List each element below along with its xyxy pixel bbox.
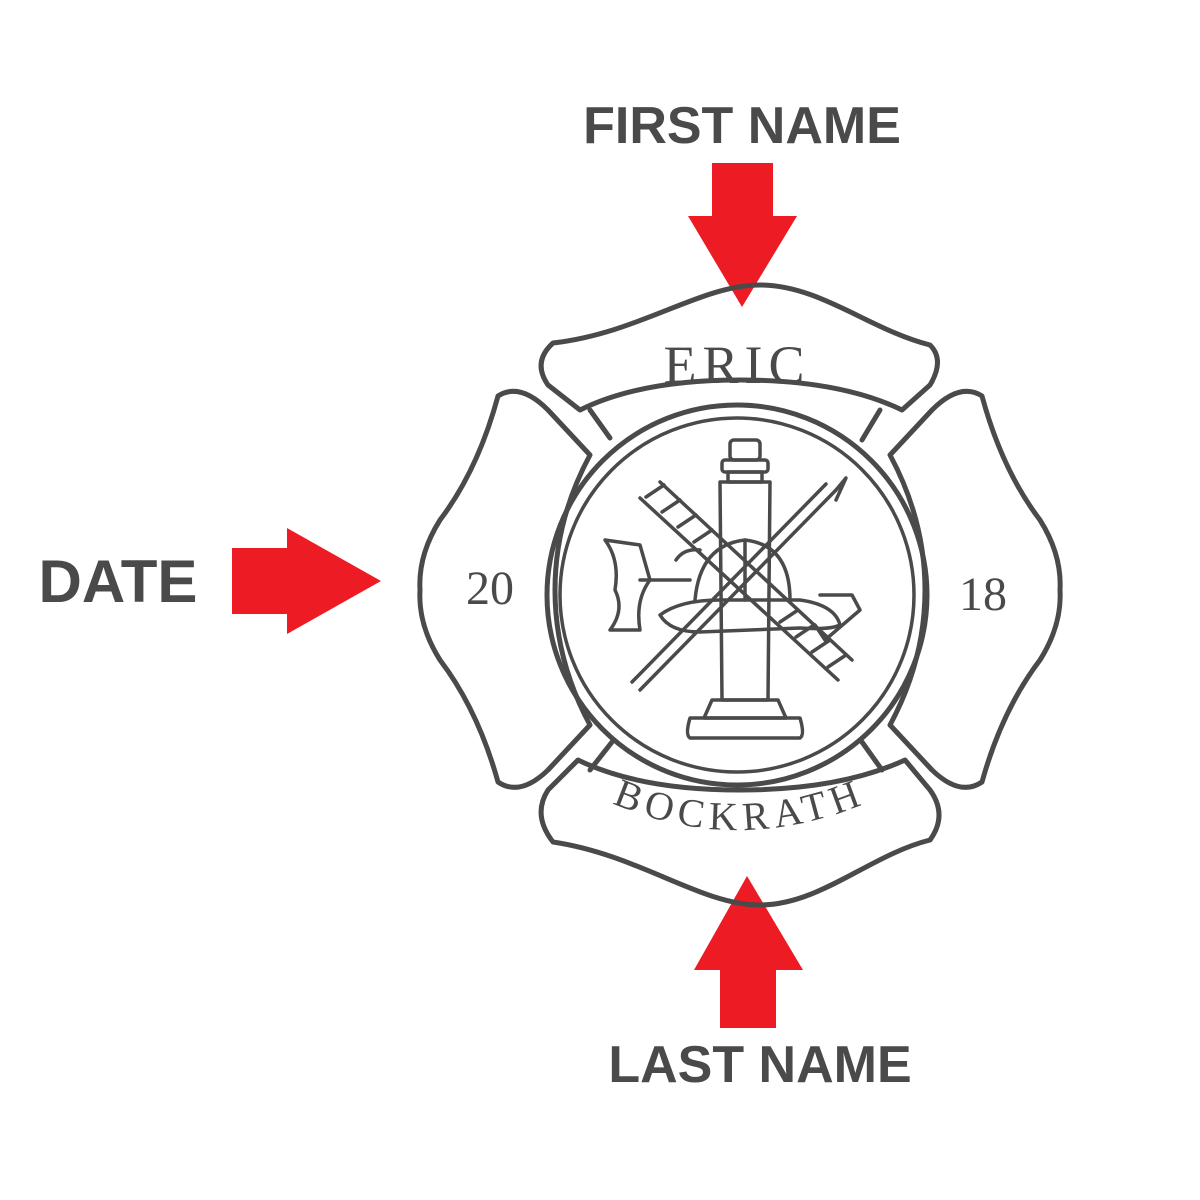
axe-icon <box>603 538 692 632</box>
date-label: DATE <box>39 548 198 615</box>
badge-bottom-arm <box>538 757 942 908</box>
arrow-right-icon <box>232 528 381 634</box>
badge-right-arm <box>887 388 1063 790</box>
badge-top-arm <box>538 282 940 413</box>
firefighter-emblem-icon <box>603 438 862 740</box>
arrow-down-icon <box>688 163 797 307</box>
right-axe-icon <box>813 593 862 642</box>
first-name-label: FIRST NAME <box>583 97 901 155</box>
badge <box>417 282 1063 908</box>
medallion-outer-ring <box>544 402 930 788</box>
badge-first-name: ERIC <box>663 335 810 395</box>
hydrant-icon <box>685 438 805 740</box>
last-name-label: LAST NAME <box>608 1036 911 1094</box>
badge-year-right: 18 <box>959 568 1007 621</box>
medallion-inner-ring <box>558 416 916 774</box>
pike-pole-icon <box>630 476 848 692</box>
arrow-up-icon <box>694 876 803 1028</box>
badge-last-name: BOCKRATH <box>608 769 871 839</box>
helmet-icon <box>658 538 842 634</box>
badge-year-left: 20 <box>466 562 514 615</box>
